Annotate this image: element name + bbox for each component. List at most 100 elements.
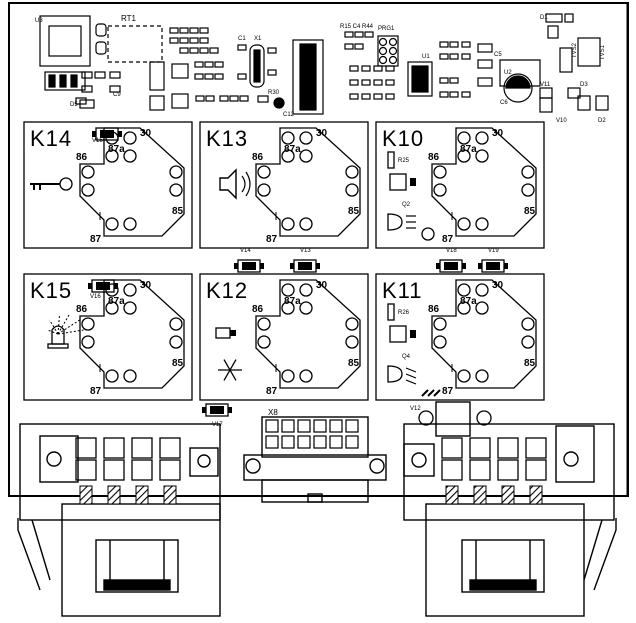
diode-lead [316, 263, 320, 269]
pin-86: 86 [428, 152, 440, 163]
speaker-icon [219, 168, 237, 200]
bottom-connectors [17, 416, 617, 617]
pin-pad [103, 437, 125, 459]
diode-lead [462, 263, 466, 269]
relay-pad [299, 283, 313, 297]
x8-pin [329, 435, 343, 449]
label-x1: X1 [254, 36, 262, 42]
left-connector-housing [61, 503, 221, 617]
v12-mark [421, 389, 441, 397]
relay-body [255, 127, 361, 237]
relay-pad [169, 335, 183, 349]
relay-label: K15 [30, 278, 72, 303]
pin-30: 30 [316, 280, 328, 291]
label-v14: V14 [240, 248, 251, 254]
left-connector-bracket [19, 423, 221, 521]
pin-87a: 87a [460, 144, 477, 155]
relay-pad [475, 217, 489, 231]
relay-pad [457, 369, 471, 383]
key-icon [30, 183, 60, 190]
label-d5: D5 [70, 102, 78, 108]
speaker-icon [241, 171, 251, 197]
label-d3: D3 [580, 82, 588, 88]
label-u2: U2 [504, 70, 512, 76]
connector-x8-body [261, 416, 369, 458]
pin-hatch [529, 485, 543, 505]
pin-87: 87 [442, 386, 454, 397]
relay-pad [433, 335, 447, 349]
pin-30: 30 [492, 280, 504, 291]
pin-pad [497, 437, 519, 459]
label-c12: C12 [283, 112, 295, 118]
top-labels: U3 RT1 D5 C9 C1 X1 R30 C12 R15 C4 R44 PR… [35, 14, 606, 124]
beacon-icon [47, 343, 69, 349]
component-v12: V12 [410, 389, 492, 437]
relay-pad [281, 149, 295, 163]
pin-87: 87 [442, 234, 454, 245]
relay-pad [475, 301, 489, 315]
relay-pad [281, 131, 295, 145]
pin-86: 86 [428, 304, 440, 315]
beacon-icon [57, 329, 84, 335]
header-prg1 [377, 35, 399, 67]
relay-pad [257, 165, 271, 179]
relay-pad [457, 301, 471, 315]
diode-v19: V19 [478, 248, 508, 273]
relay-pad [521, 335, 535, 349]
relay-pad [299, 217, 313, 231]
pin-pad [131, 459, 153, 481]
transistor-tab [410, 330, 416, 338]
pin-86: 86 [76, 152, 88, 163]
ic-u4 [407, 61, 433, 97]
diode-lead [436, 263, 440, 269]
relay-pad [105, 369, 119, 383]
diode-lead [202, 407, 206, 413]
label-prg1: PRG1 [378, 26, 395, 32]
label-v16: V16 [90, 294, 101, 300]
relay-pad [123, 149, 137, 163]
relay-body [79, 279, 185, 389]
diode-lead [228, 407, 232, 413]
relay-pad [433, 183, 447, 197]
pin-85: 85 [524, 206, 536, 217]
pin-86: 86 [252, 152, 264, 163]
label-resistor: R25 [398, 158, 410, 164]
pin-hatch [107, 485, 121, 505]
pin-87: 87 [266, 234, 278, 245]
relay-pad [457, 131, 471, 145]
label-resistor: R26 [398, 310, 410, 316]
relay-pad [475, 369, 489, 383]
right-connector-housing [425, 503, 585, 617]
relay-pad [257, 183, 271, 197]
relay-pad [169, 317, 183, 331]
pin-hatch [135, 485, 149, 505]
beacon-icon [57, 319, 80, 335]
diode-v16: V16 [88, 279, 118, 300]
relay-pad [345, 317, 359, 331]
relay-pad [345, 183, 359, 197]
relay-label: K14 [30, 126, 72, 151]
transistor [389, 173, 407, 191]
snowflake-icon [223, 359, 237, 381]
beacon-icon [47, 329, 59, 335]
diode-fill [444, 262, 458, 270]
lowbeam-icon [405, 373, 417, 379]
relay-pad [281, 301, 295, 315]
x8-pin [345, 435, 359, 449]
pin-pad [525, 437, 547, 459]
v12-body [435, 401, 471, 437]
relay-body [431, 127, 537, 237]
label-d1: D1 [540, 15, 548, 21]
label-rt1: RT1 [121, 14, 137, 23]
diode-fill [210, 406, 224, 414]
pin-87: 87 [90, 234, 102, 245]
transistor [389, 325, 407, 343]
relay-pad [299, 301, 313, 315]
label-v17: V17 [212, 422, 223, 428]
relay-pad [105, 217, 119, 231]
